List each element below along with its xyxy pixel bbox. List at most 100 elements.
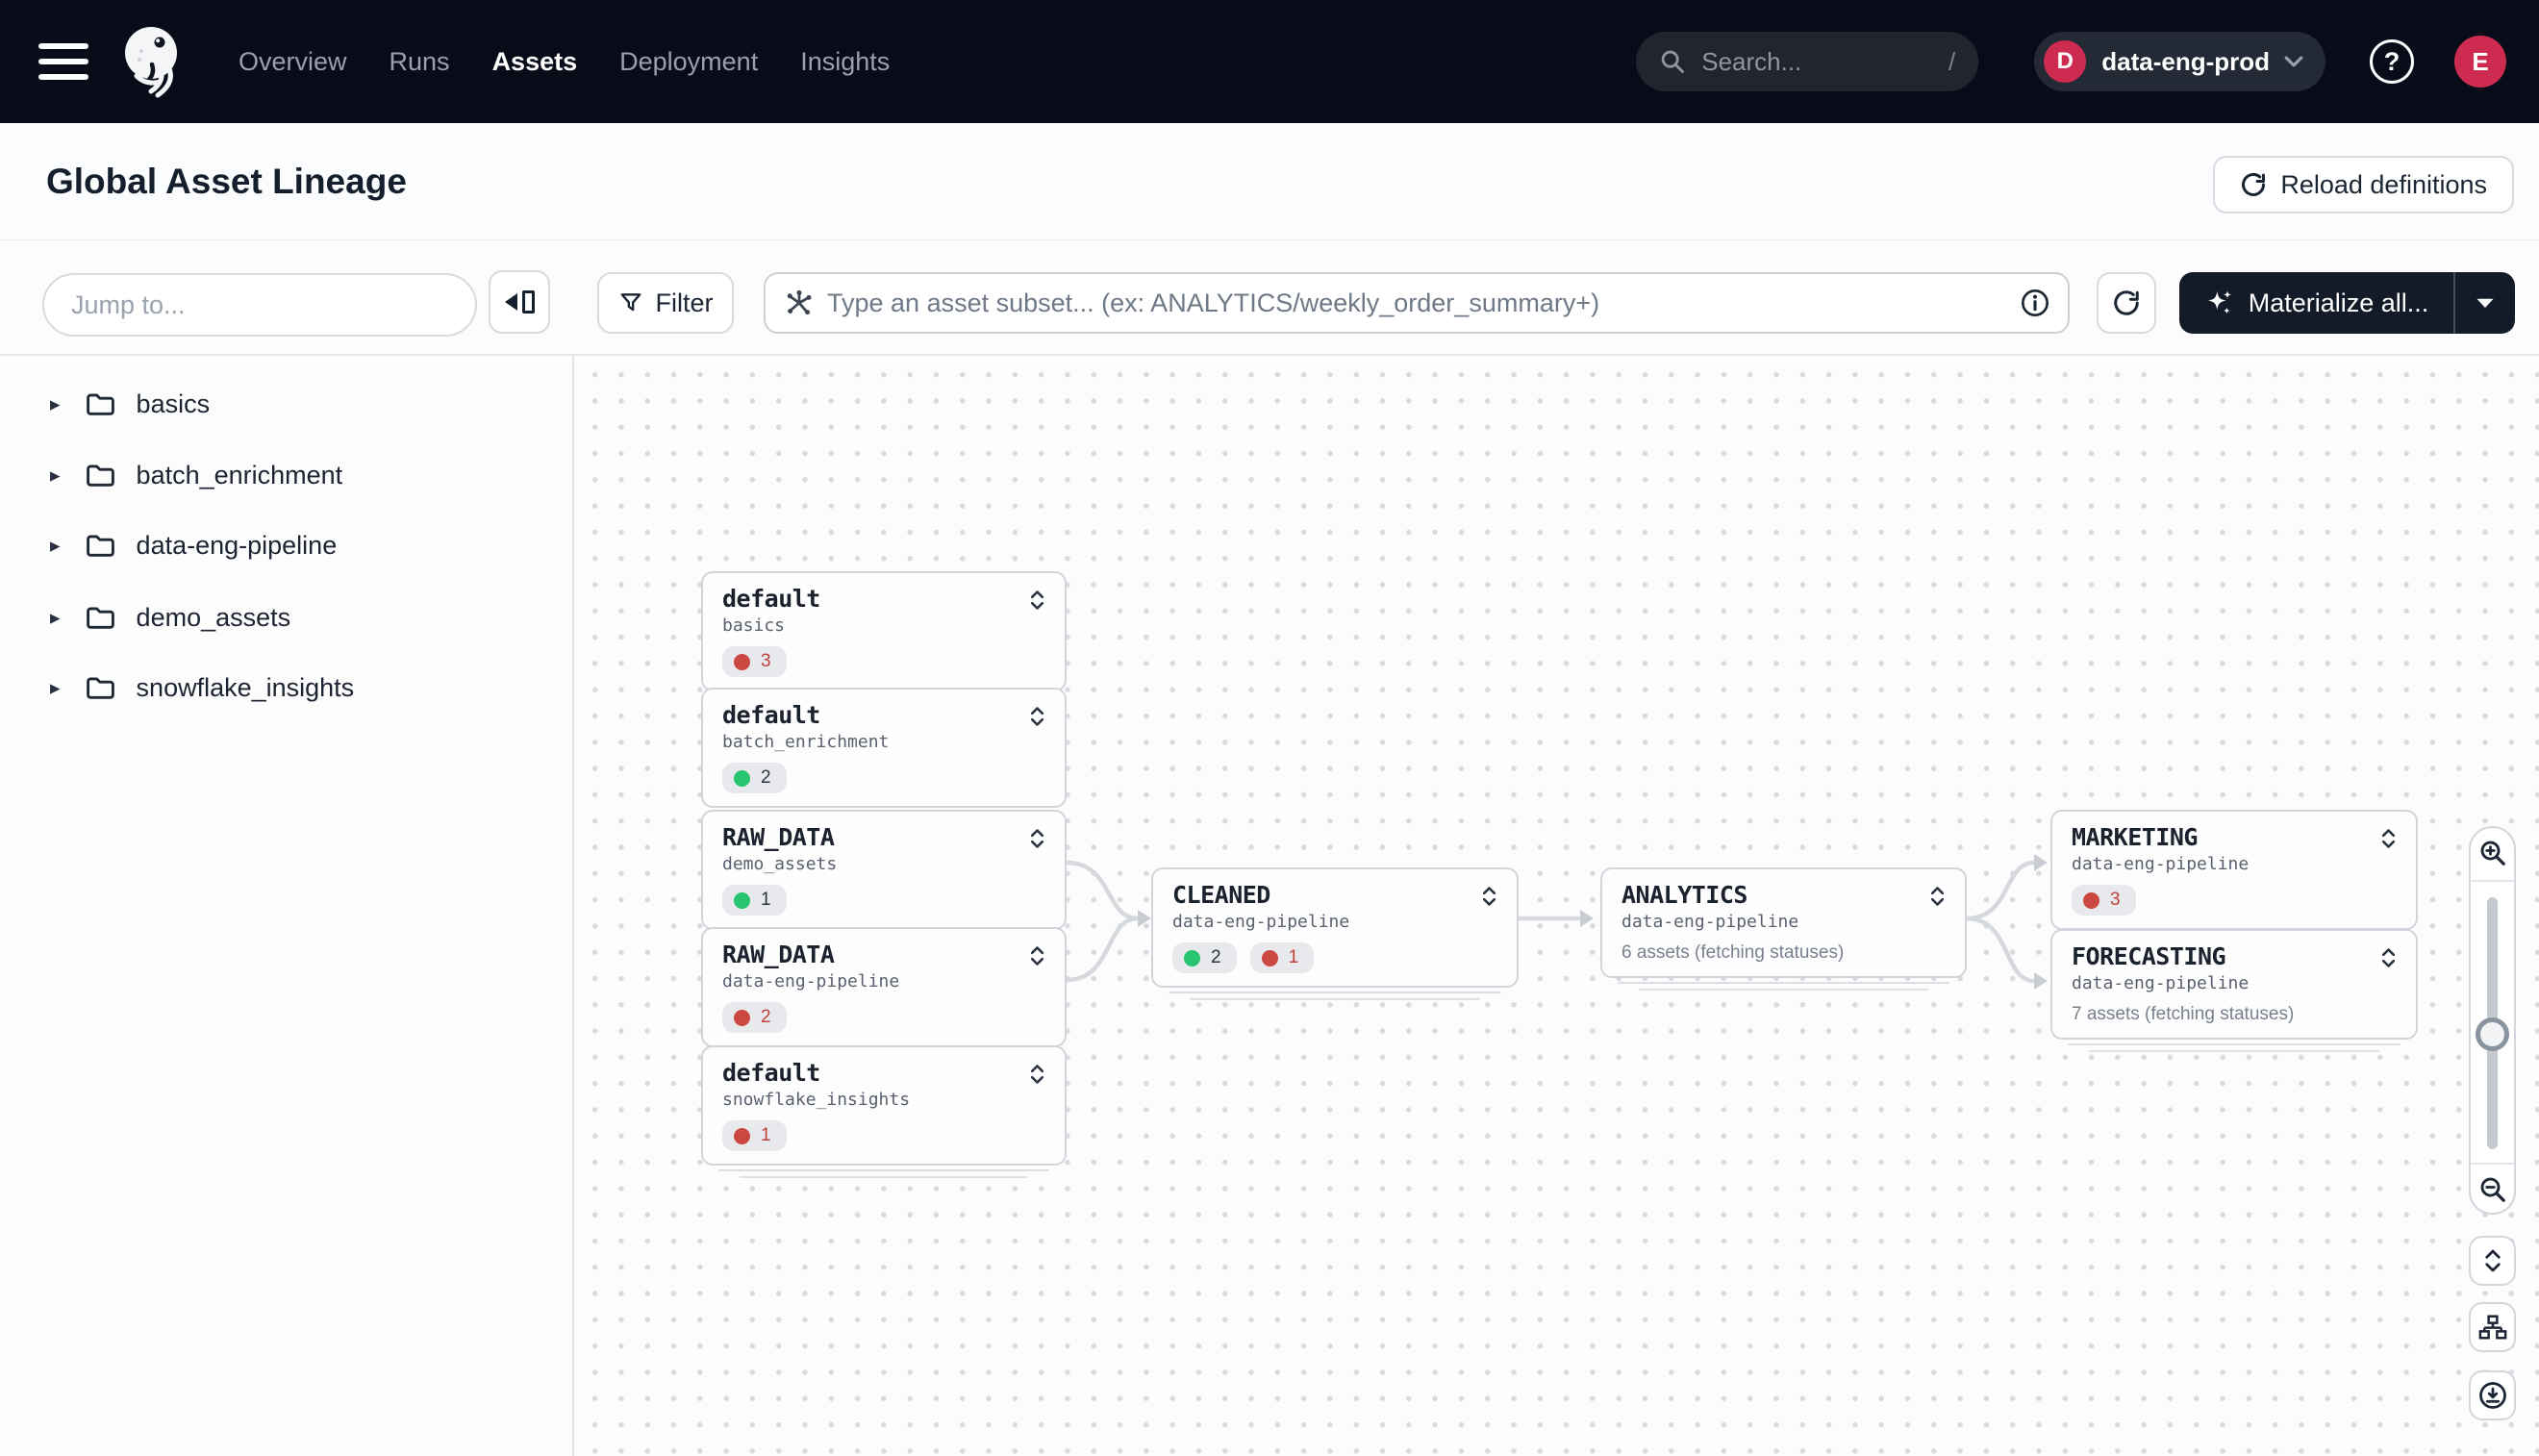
zoom-out-button[interactable] xyxy=(2471,1165,2514,1215)
nav-link-assets[interactable]: Assets xyxy=(491,46,578,76)
asset-group-node-cleaned[interactable]: CLEANED data-eng-pipeline 2 1 xyxy=(1151,867,1519,1000)
nav-links: Overview Runs Assets Deployment Insights xyxy=(239,47,890,77)
page-header: Global Asset Lineage Reload definitions xyxy=(0,123,2539,240)
folder-icon xyxy=(86,393,114,415)
asset-group-node-analytics[interactable]: ANALYTICS data-eng-pipeline 6 assets (fe… xyxy=(1600,867,1967,991)
nav-right: Search... / D data-eng-prod ? E xyxy=(1636,32,2506,91)
status-badge-failed: 3 xyxy=(722,646,787,677)
collapse-panel-icon xyxy=(521,290,535,314)
collapse-sidebar-button[interactable] xyxy=(489,270,550,334)
lineage-graph-canvas[interactable]: default basics 3 default batch_enrichmen… xyxy=(574,356,2539,1456)
status-badge-failed: 3 xyxy=(2072,885,2136,916)
sidebar-divider xyxy=(572,354,574,1456)
expand-caret-icon[interactable]: ▸ xyxy=(50,606,61,629)
tree-item-basics[interactable]: ▸ basics xyxy=(50,389,211,418)
tree-item-data-eng-pipeline[interactable]: ▸ data-eng-pipeline xyxy=(50,530,338,560)
expand-caret-icon[interactable]: ▸ xyxy=(50,464,61,487)
failed-dot-icon xyxy=(2083,891,2099,909)
divider xyxy=(2471,880,2514,882)
status-badge-materialized: 2 xyxy=(722,763,787,793)
asset-group-node-rawdata-data-eng-pipeline[interactable]: RAW_DATA data-eng-pipeline 2 xyxy=(701,927,1067,1060)
fetching-statuses-note: 6 assets (fetching statuses) xyxy=(1621,942,1845,963)
asset-group-node-marketing[interactable]: MARKETING data-eng-pipeline 3 xyxy=(2050,810,2418,942)
unfold-more-icon[interactable] xyxy=(1029,944,1045,967)
materialized-dot-icon xyxy=(734,891,750,909)
fetching-statuses-note: 7 assets (fetching statuses) xyxy=(2072,1004,2295,1024)
filter-button[interactable]: Filter xyxy=(597,272,734,334)
asset-subset-field xyxy=(764,272,2070,334)
tree-item-demo-assets[interactable]: ▸ demo_assets xyxy=(50,602,291,632)
info-icon[interactable] xyxy=(2020,288,2050,318)
failed-dot-icon xyxy=(734,653,750,670)
status-badge-materialized: 2 xyxy=(1172,942,1237,973)
zoom-out-icon xyxy=(2480,1177,2505,1202)
top-nav: Overview Runs Assets Deployment Insights… xyxy=(0,0,2539,123)
asset-group-node-default-basics[interactable]: default basics 3 xyxy=(701,571,1067,704)
failed-dot-icon xyxy=(734,1127,750,1144)
asset-subset-input[interactable] xyxy=(827,288,2020,318)
deployment-switcher[interactable]: D data-eng-prod xyxy=(2034,32,2325,91)
lineage-edges xyxy=(1064,854,2048,990)
unfold-more-icon xyxy=(2484,1249,2501,1272)
unfold-more-icon[interactable] xyxy=(1029,1063,1045,1086)
materialize-all-button[interactable]: Materialize all... xyxy=(2179,272,2515,334)
materialize-dropdown-toggle[interactable] xyxy=(2453,272,2515,334)
hierarchy-icon xyxy=(2478,1315,2506,1340)
unfold-more-icon[interactable] xyxy=(1029,827,1045,850)
materialized-dot-icon xyxy=(1184,949,1200,966)
status-badge-failed: 1 xyxy=(722,1120,787,1151)
folder-icon xyxy=(86,607,114,629)
search-placeholder: Search... xyxy=(1701,46,1802,76)
expand-caret-icon[interactable]: ▸ xyxy=(50,392,61,415)
unfold-more-icon[interactable] xyxy=(1029,589,1045,612)
zoom-slider-thumb[interactable] xyxy=(2476,1017,2509,1051)
nav-link-insights[interactable]: Insights xyxy=(800,46,891,76)
rearrange-layout-button[interactable] xyxy=(2469,1302,2516,1352)
hamburger-menu-icon[interactable] xyxy=(38,43,88,80)
download-image-button[interactable] xyxy=(2469,1370,2516,1420)
status-badge-failed: 1 xyxy=(1249,942,1315,973)
sparkle-icon xyxy=(2207,290,2231,314)
status-badge-materialized: 1 xyxy=(722,885,787,916)
download-icon xyxy=(2478,1382,2506,1409)
status-badge-failed: 2 xyxy=(722,1002,787,1033)
tree-item-batch-enrichment[interactable]: ▸ batch_enrichment xyxy=(50,460,343,490)
asset-group-node-default-snowflake-insights[interactable]: default snowflake_insights 1 xyxy=(701,1045,1067,1178)
expand-caret-icon[interactable]: ▸ xyxy=(50,676,61,699)
global-search-input[interactable]: Search... / xyxy=(1636,32,1979,91)
jump-to-input[interactable] xyxy=(42,273,477,337)
nav-link-runs[interactable]: Runs xyxy=(389,46,450,76)
zoom-in-button[interactable] xyxy=(2471,828,2514,878)
expand-caret-icon[interactable]: ▸ xyxy=(50,534,61,557)
user-avatar[interactable]: E xyxy=(2454,36,2506,88)
unfold-more-icon[interactable] xyxy=(2380,946,2397,969)
help-icon[interactable]: ? xyxy=(2370,39,2414,84)
refresh-graph-button[interactable] xyxy=(2097,272,2156,334)
tree-item-snowflake-insights[interactable]: ▸ snowflake_insights xyxy=(50,672,355,702)
materialized-dot-icon xyxy=(734,769,750,787)
asset-group-node-default-batch-enrichment[interactable]: default batch_enrichment 2 xyxy=(701,688,1067,820)
refresh-icon xyxy=(2242,172,2266,196)
folder-icon xyxy=(86,535,114,557)
expand-collapse-all-button[interactable] xyxy=(2469,1236,2516,1286)
nav-link-overview[interactable]: Overview xyxy=(239,46,347,76)
refresh-icon xyxy=(2114,290,2139,315)
page-title: Global Asset Lineage xyxy=(46,161,407,201)
failed-dot-icon xyxy=(734,1009,750,1026)
asset-group-node-forecasting[interactable]: FORECASTING data-eng-pipeline 7 assets (… xyxy=(2050,929,2418,1052)
nav-link-deployment[interactable]: Deployment xyxy=(619,46,759,76)
materialize-all-main[interactable]: Materialize all... xyxy=(2179,288,2453,318)
dagster-logo-icon[interactable] xyxy=(115,22,185,101)
unfold-more-icon[interactable] xyxy=(1929,885,1946,908)
funnel-icon xyxy=(620,293,641,312)
zoom-in-icon xyxy=(2480,841,2505,866)
unfold-more-icon[interactable] xyxy=(2380,827,2397,850)
reload-definitions-button[interactable]: Reload definitions xyxy=(2213,156,2514,213)
unfold-more-icon[interactable] xyxy=(1029,705,1045,728)
unfold-more-icon[interactable] xyxy=(1481,885,1497,908)
search-icon xyxy=(1661,50,1685,73)
deployment-initial-badge: D xyxy=(2044,40,2087,83)
deployment-name: data-eng-prod xyxy=(2101,46,2270,76)
asset-group-node-rawdata-demo-assets[interactable]: RAW_DATA demo_assets 1 xyxy=(701,810,1067,942)
